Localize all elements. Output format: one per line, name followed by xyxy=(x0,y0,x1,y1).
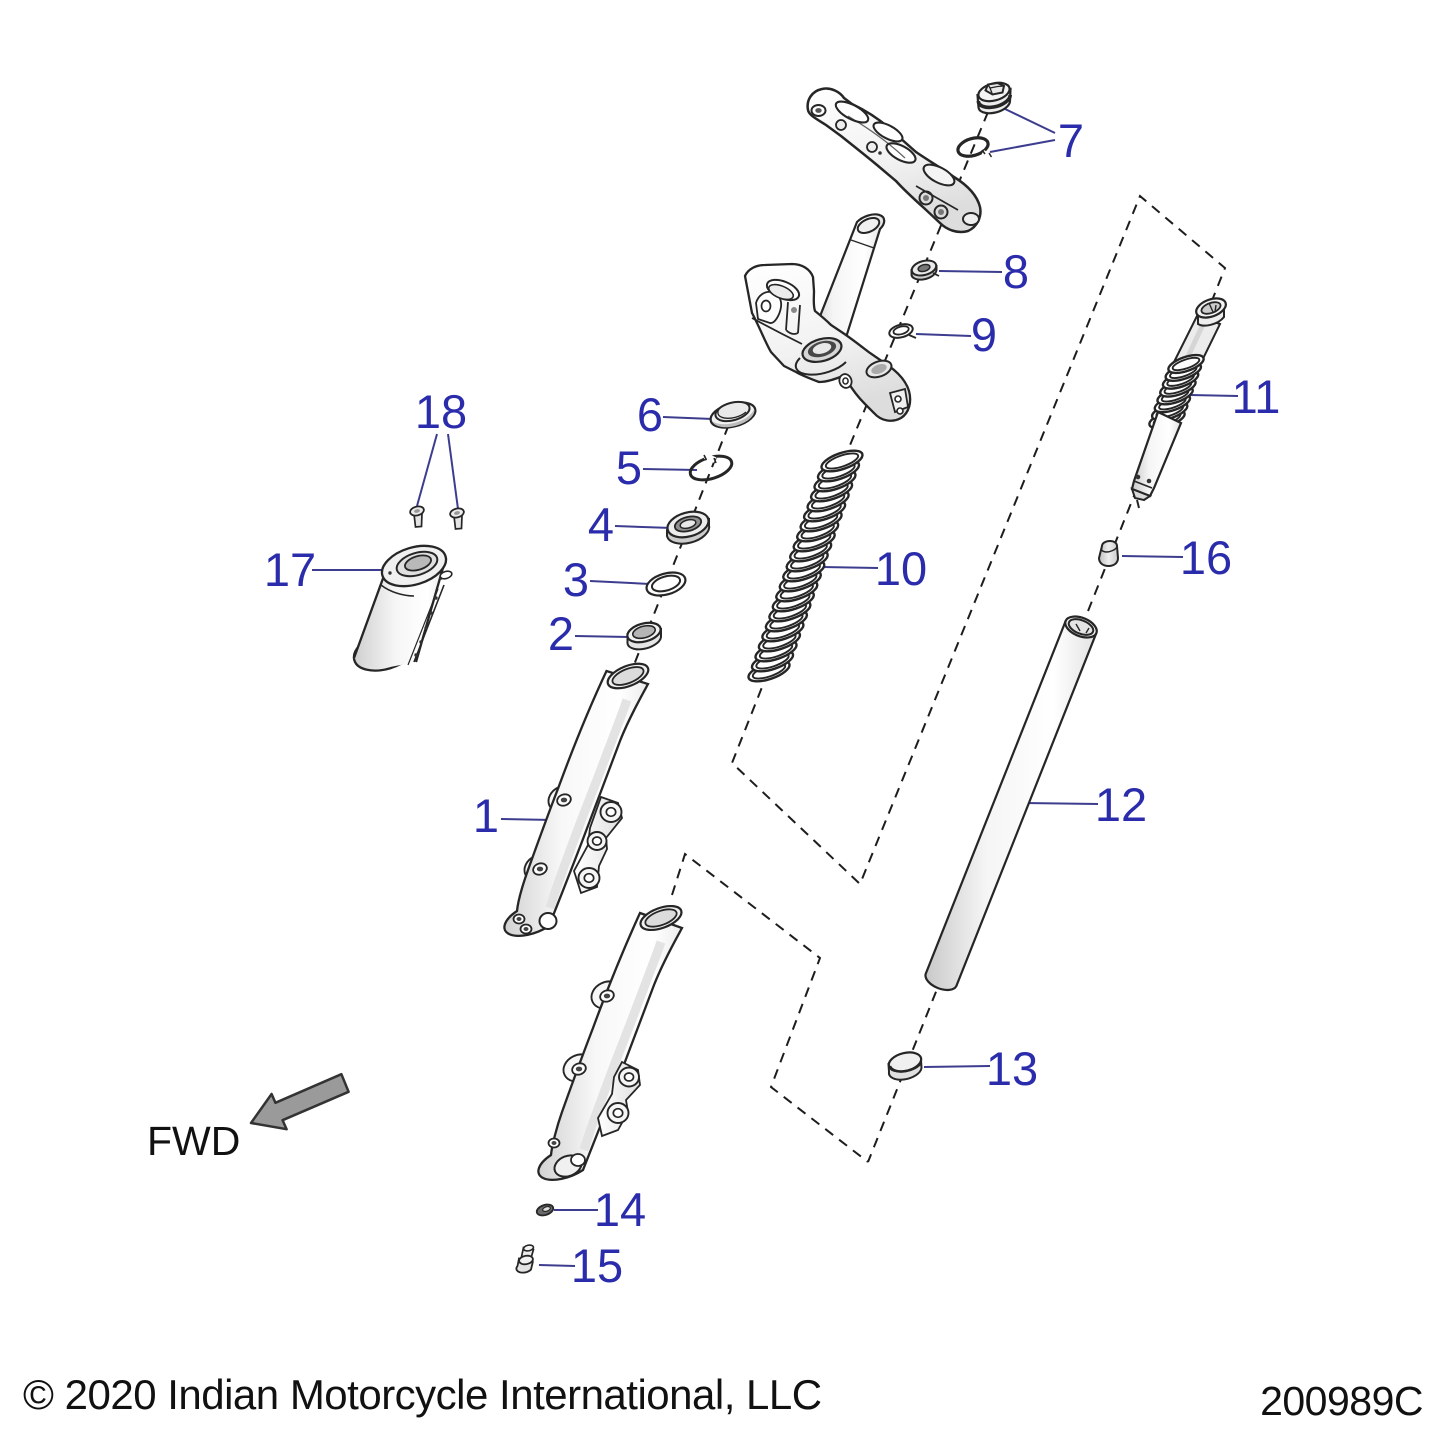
svg-text:15: 15 xyxy=(571,1239,623,1292)
svg-text:4: 4 xyxy=(588,498,614,551)
svg-text:200989C: 200989C xyxy=(1260,1378,1423,1424)
svg-text:7: 7 xyxy=(1058,114,1084,167)
svg-text:6: 6 xyxy=(637,388,663,441)
svg-text:17: 17 xyxy=(264,543,316,596)
svg-text:3: 3 xyxy=(563,553,589,606)
svg-text:14: 14 xyxy=(594,1183,646,1236)
svg-text:16: 16 xyxy=(1180,531,1232,584)
svg-text:5: 5 xyxy=(616,441,642,494)
svg-text:10: 10 xyxy=(875,542,927,595)
svg-text:2: 2 xyxy=(548,607,574,660)
svg-text:13: 13 xyxy=(986,1042,1038,1095)
svg-text:FWD: FWD xyxy=(147,1118,240,1164)
svg-text:© 2020 Indian Motorcycle Inter: © 2020 Indian Motorcycle International, … xyxy=(23,1371,822,1418)
svg-text:8: 8 xyxy=(1003,245,1029,298)
svg-text:9: 9 xyxy=(971,308,997,361)
svg-text:1: 1 xyxy=(473,789,499,842)
svg-text:12: 12 xyxy=(1095,778,1147,831)
svg-text:18: 18 xyxy=(415,385,467,438)
svg-text:11: 11 xyxy=(1232,370,1281,423)
